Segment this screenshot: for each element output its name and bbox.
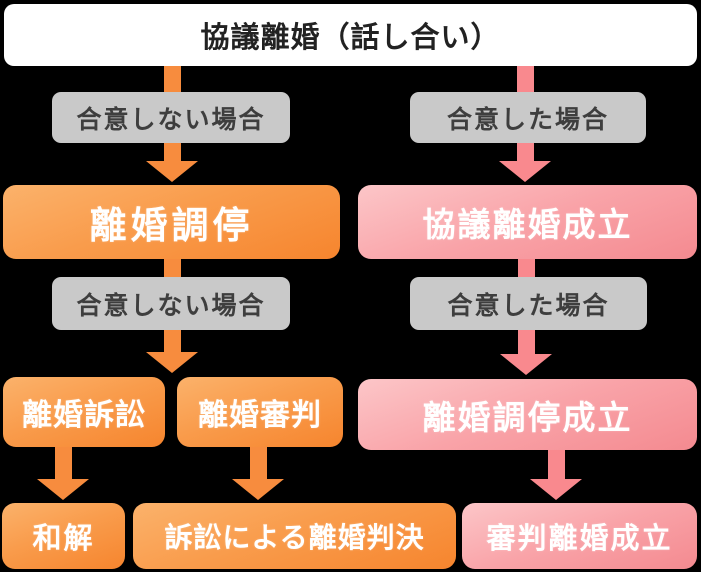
arrow-adjudication-to-judgment-icon	[232, 447, 284, 500]
node-text: 和解	[32, 521, 95, 555]
arrow-head	[500, 354, 552, 375]
arrow-shaft	[54, 447, 72, 479]
node-text: 離婚調停成立	[422, 397, 633, 437]
node-text: 離婚審判	[198, 398, 322, 433]
node-text: 訴訟による離婚判決	[164, 521, 425, 554]
arrow-shaft	[249, 447, 267, 479]
arrow-head	[499, 161, 551, 182]
node-mediation-divorce-established: 離婚調停成立	[358, 379, 697, 450]
label-text: 合意した場合	[446, 104, 609, 134]
arrow-head	[146, 161, 198, 182]
arrow-head	[37, 479, 89, 500]
node-adjudicated-divorce-established: 審判離婚成立	[462, 503, 697, 569]
label-agreement-right-1: 合意した場合	[410, 92, 646, 143]
arrow-head	[146, 352, 198, 373]
node-text: 離婚調停	[89, 204, 254, 247]
node-text: 離婚訴訟	[22, 398, 146, 433]
label-agreement-right-2: 合意した場合	[410, 277, 647, 330]
arrow-shaft	[547, 450, 565, 479]
arrow-lawsuit-to-settlement-icon	[37, 447, 89, 500]
node-text: 審判離婚成立	[486, 521, 673, 555]
label-text: 合意した場合	[447, 290, 610, 320]
label-text: 合意しない場合	[76, 290, 266, 320]
label-no-agreement-left-2: 合意しない場合	[52, 277, 290, 330]
node-divorce-mediation: 離婚調停	[3, 185, 340, 259]
flowchart-title: 協議離婚（話し合い）	[4, 4, 697, 66]
arrow-head	[232, 479, 284, 500]
label-text: 合意しない場合	[76, 104, 266, 134]
arrow-head	[530, 479, 582, 500]
label-no-agreement-left-1: 合意しない場合	[52, 92, 290, 143]
node-kyogi-divorce-established: 協議離婚成立	[358, 185, 697, 259]
node-settlement: 和解	[2, 503, 125, 569]
arrow-mediation-final-to-adjudicated-icon	[530, 450, 582, 500]
node-divorce-judgment-by-lawsuit: 訴訟による離婚判決	[133, 503, 456, 569]
node-text: 協議離婚成立	[422, 205, 633, 244]
node-divorce-adjudication: 離婚審判	[177, 377, 343, 447]
flowchart-title-label: 協議離婚（話し合い）	[200, 20, 501, 54]
node-divorce-lawsuit: 離婚訴訟	[3, 377, 165, 447]
